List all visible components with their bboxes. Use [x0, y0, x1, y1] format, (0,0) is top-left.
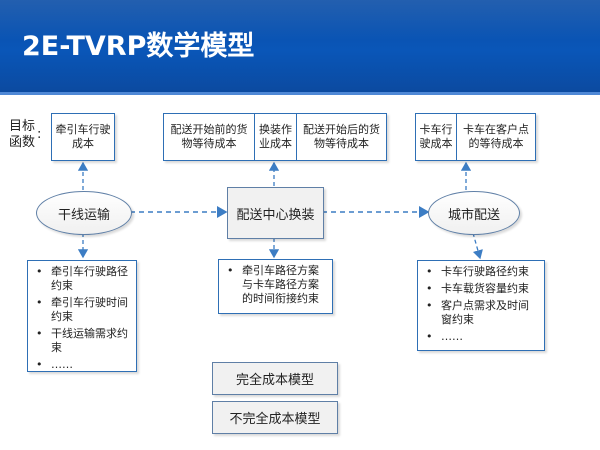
- constraints-center-list: 牵引车路径方案与卡车路径方案的时间衔接约束: [227, 264, 326, 306]
- stage-trunk-transport: 干线运输: [36, 191, 132, 235]
- constraints-trunk: 牵引车行驶路径约束 牵引车行驶时间约束 干线运输需求约束 ……: [27, 260, 137, 372]
- cost-box-city: 卡车行驶成本 卡车在客户点的等待成本: [415, 113, 536, 161]
- list-item: 客户点需求及时间窗约束: [426, 299, 538, 327]
- list-item: ……: [426, 330, 538, 344]
- model-complete-cost: 完全成本模型: [212, 362, 338, 395]
- objective-label-line2-text: 函数: [9, 135, 36, 150]
- header-stripe: [0, 92, 600, 95]
- stage-distribution-center: 配送中心换装: [227, 187, 324, 239]
- list-item: ……: [36, 358, 130, 372]
- header-shine: [0, 0, 600, 40]
- cost-separator: [254, 114, 255, 160]
- cost-cell-wait-before: 配送开始前的货物等待成本: [170, 123, 248, 150]
- cost-box-center: 配送开始前的货物等待成本 换装作业成本 配送开始后的货物等待成本: [163, 113, 387, 161]
- list-item: 牵引车行驶时间约束: [36, 296, 130, 324]
- cost-box-trunk: 牵引车行驶成本: [51, 113, 115, 161]
- page-title: 2E-TVRP数学模型: [22, 31, 255, 62]
- objective-colon: :: [37, 127, 42, 142]
- cost-cell-truck-driving: 卡车行驶成本: [419, 123, 453, 150]
- objective-label: 目标 函数:: [9, 119, 41, 151]
- list-item: 卡车载货容量约束: [426, 282, 538, 296]
- list-item: 牵引车行驶路径约束: [36, 265, 130, 293]
- model-incomplete-cost: 不完全成本模型: [212, 401, 338, 434]
- constraints-city: 卡车行驶路径约束 卡车载货容量约束 客户点需求及时间窗约束 ……: [417, 260, 545, 351]
- constraints-city-list: 卡车行驶路径约束 卡车载货容量约束 客户点需求及时间窗约束 ……: [426, 265, 538, 344]
- cost-cell-truck-wait: 卡车在客户点的等待成本: [463, 123, 529, 150]
- cost-cell-wait-after: 配送开始后的货物等待成本: [303, 123, 380, 150]
- arrow-city-down: [472, 232, 483, 260]
- cost-cell-tractor-driving: 牵引车行驶成本: [55, 123, 111, 150]
- list-item: 牵引车路径方案与卡车路径方案的时间衔接约束: [227, 264, 326, 306]
- cost-separator: [456, 114, 457, 160]
- constraints-trunk-list: 牵引车行驶路径约束 牵引车行驶时间约束 干线运输需求约束 ……: [36, 265, 130, 372]
- cost-separator: [296, 114, 297, 160]
- objective-label-line2: 函数:: [9, 127, 41, 151]
- constraints-center: 牵引车路径方案与卡车路径方案的时间衔接约束: [218, 259, 333, 314]
- objective-label-line1: 目标: [9, 119, 36, 134]
- cost-cell-transfer: 换装作业成本: [259, 123, 292, 150]
- header-bar: [0, 0, 600, 92]
- stage-city-delivery: 城市配送: [428, 191, 520, 235]
- list-item: 卡车行驶路径约束: [426, 265, 538, 279]
- list-item: 干线运输需求约束: [36, 327, 130, 355]
